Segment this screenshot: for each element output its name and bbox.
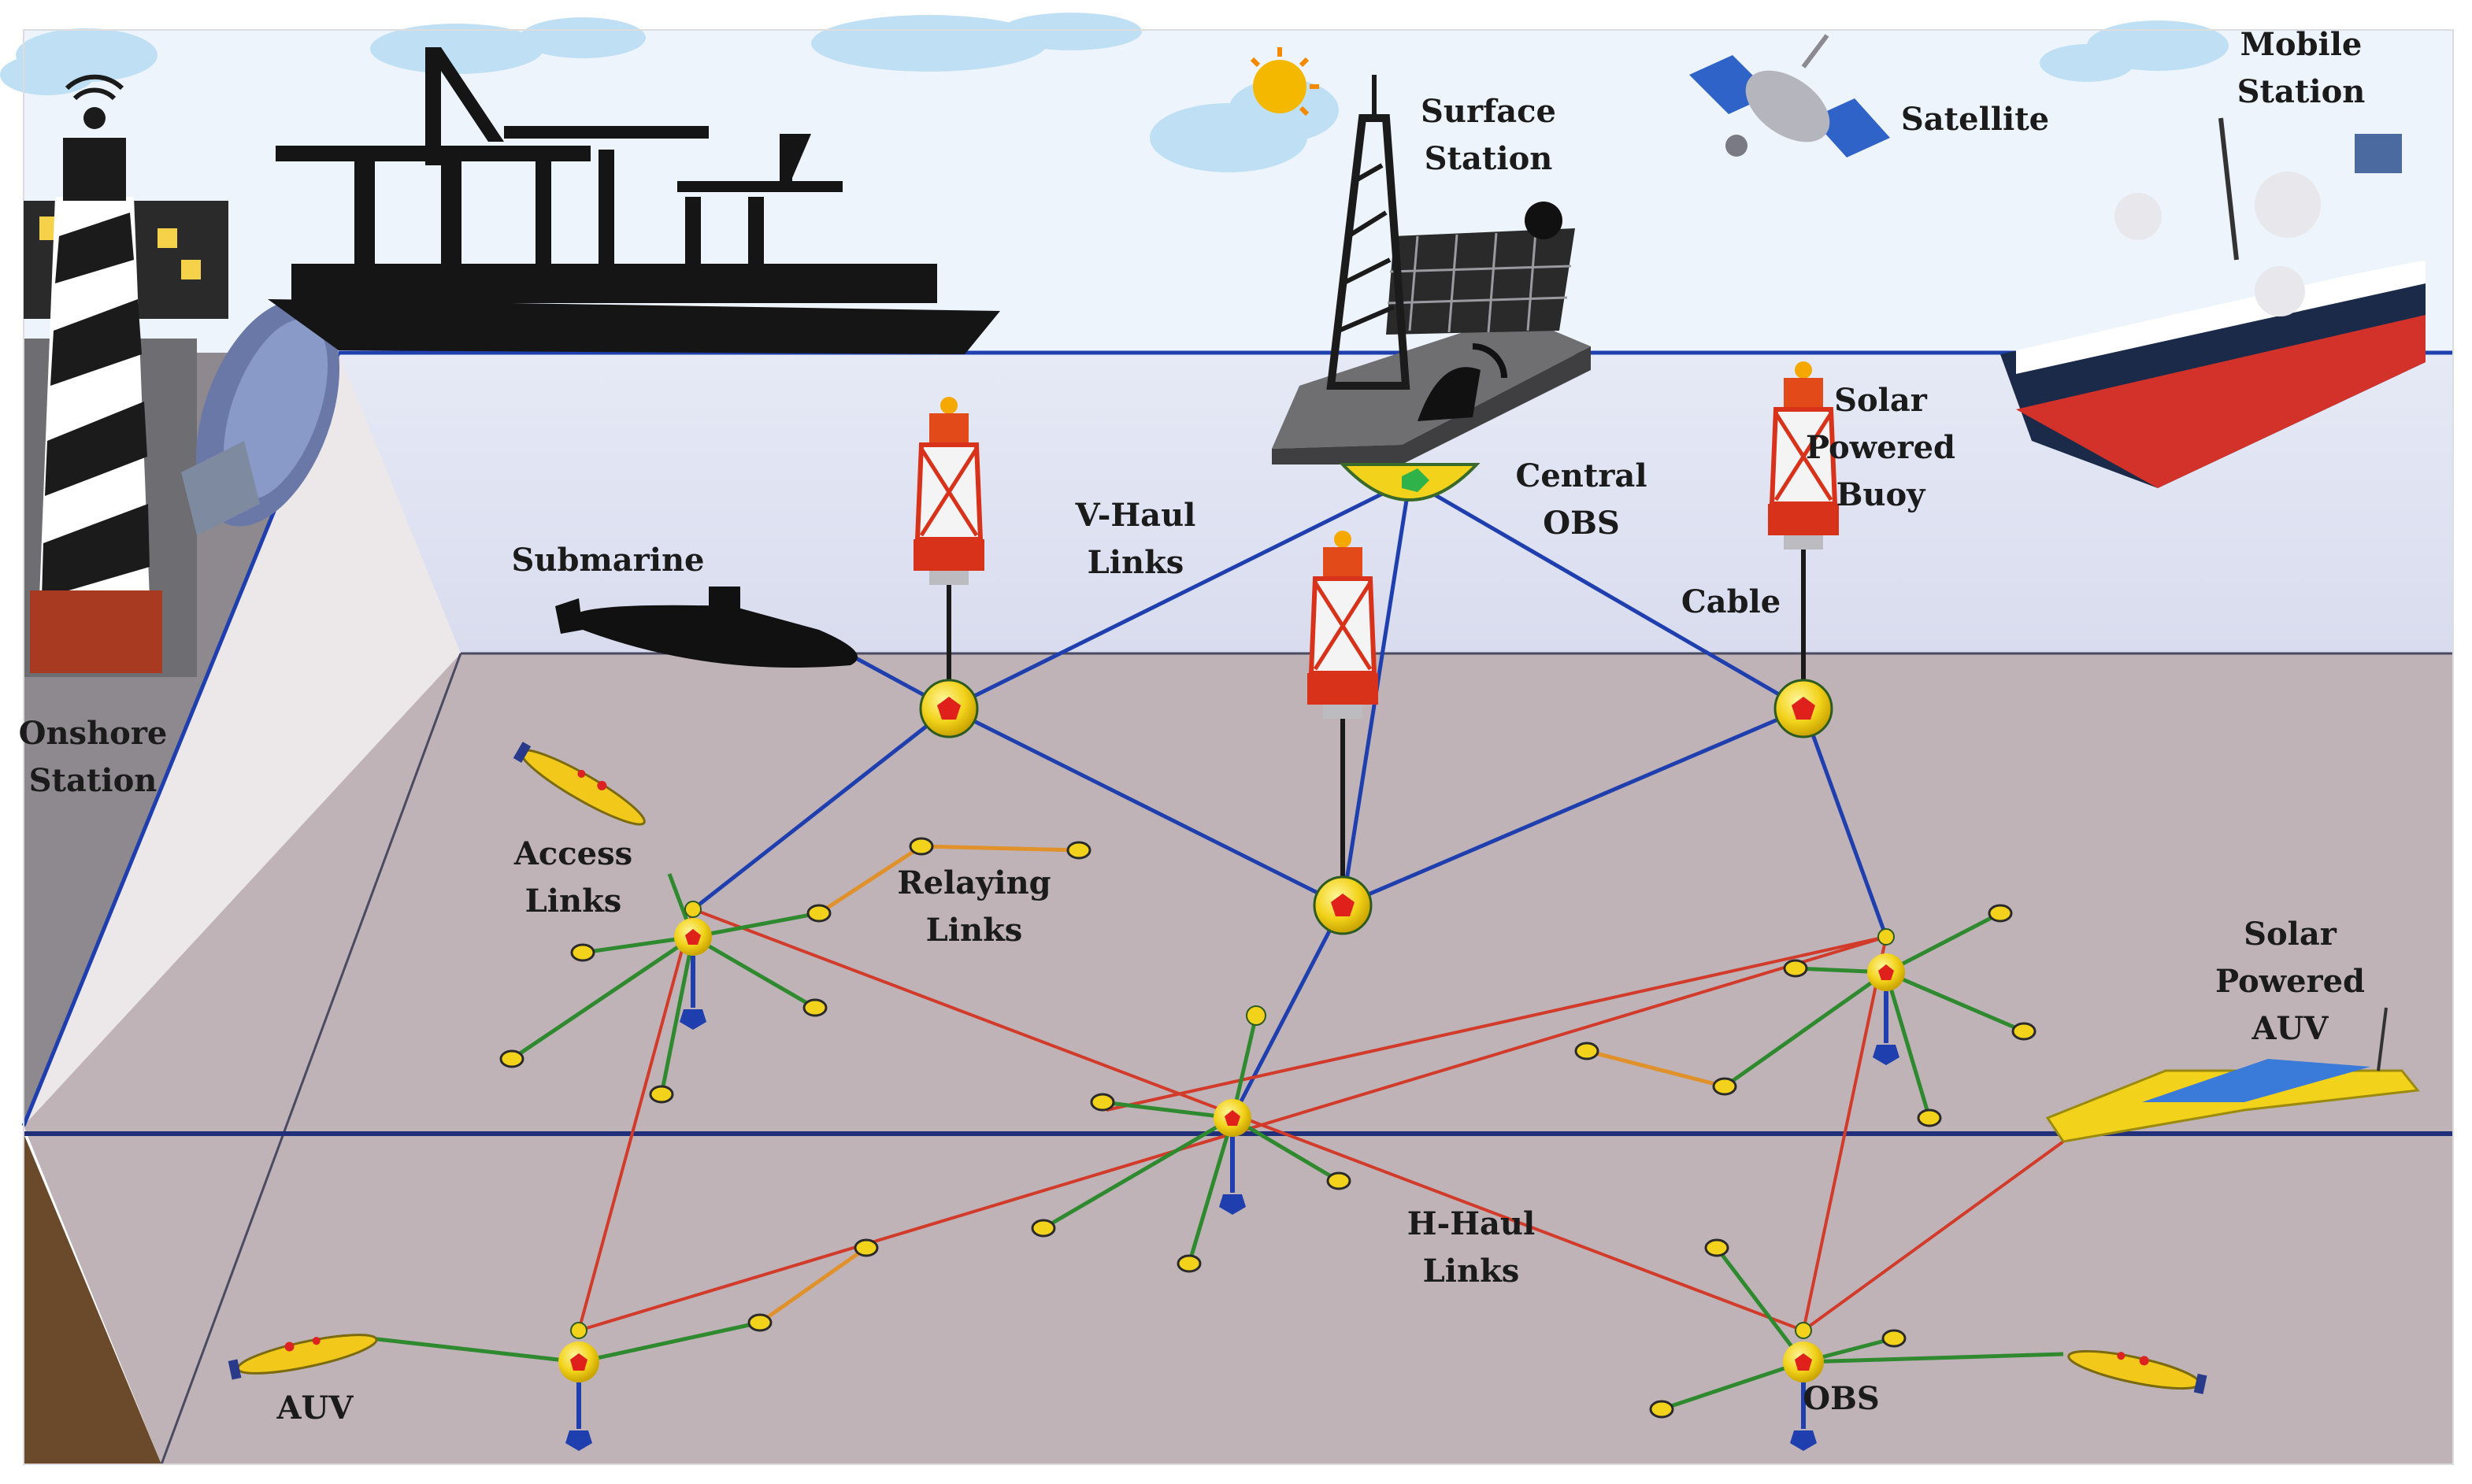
junction-dots xyxy=(570,901,1895,1339)
mobile-station-ship-icon xyxy=(2000,117,2426,488)
sensor-endpoints xyxy=(499,837,2037,1419)
label-cable: Cable xyxy=(1681,583,1781,620)
solar-powered-auv-icon xyxy=(2045,1007,2420,1143)
cluster-node-a xyxy=(674,918,712,1030)
label-auv: AUV xyxy=(276,1390,354,1427)
satellite-icon xyxy=(1689,34,1890,157)
relaying-links xyxy=(758,844,1725,1325)
solar-powered-buoy-2 xyxy=(1307,531,1378,719)
label-obs: OBS xyxy=(1803,1380,1880,1417)
cables xyxy=(947,543,1806,882)
obs-relay-nodes xyxy=(919,679,1833,935)
access-links xyxy=(369,873,2064,1412)
submarine-icon xyxy=(555,587,858,668)
auv-icon-1 xyxy=(513,742,646,826)
cluster-node-e xyxy=(1783,1342,1824,1451)
solar-powered-buoy-3 xyxy=(1768,361,1839,550)
onshore-station-lighthouse xyxy=(24,74,228,673)
surface-station-platform xyxy=(1272,75,1591,501)
cluster-node-d xyxy=(558,1342,599,1451)
port-cranes-ship-icon xyxy=(268,47,1000,354)
obs-node-3 xyxy=(1773,679,1833,738)
cliff-brown xyxy=(24,1134,161,1464)
sun-icon xyxy=(1250,47,1319,117)
auv-icon-3 xyxy=(2067,1349,2207,1394)
obs-node-1 xyxy=(919,679,979,738)
seabed xyxy=(24,653,2453,1464)
seafloor-obs-nodes xyxy=(558,901,1905,1451)
water-column xyxy=(339,353,2453,653)
cluster-node-b xyxy=(1214,1099,1251,1215)
obs-node-2 xyxy=(1313,875,1373,935)
solar-powered-buoy-1 xyxy=(914,397,984,585)
label-submarine: Submarine xyxy=(512,542,705,579)
auv-icon-2 xyxy=(228,1334,378,1380)
label-satellite: Satellite xyxy=(1901,101,2049,138)
cluster-node-c xyxy=(1867,953,1905,1065)
satellite-dish-icon xyxy=(181,300,340,535)
